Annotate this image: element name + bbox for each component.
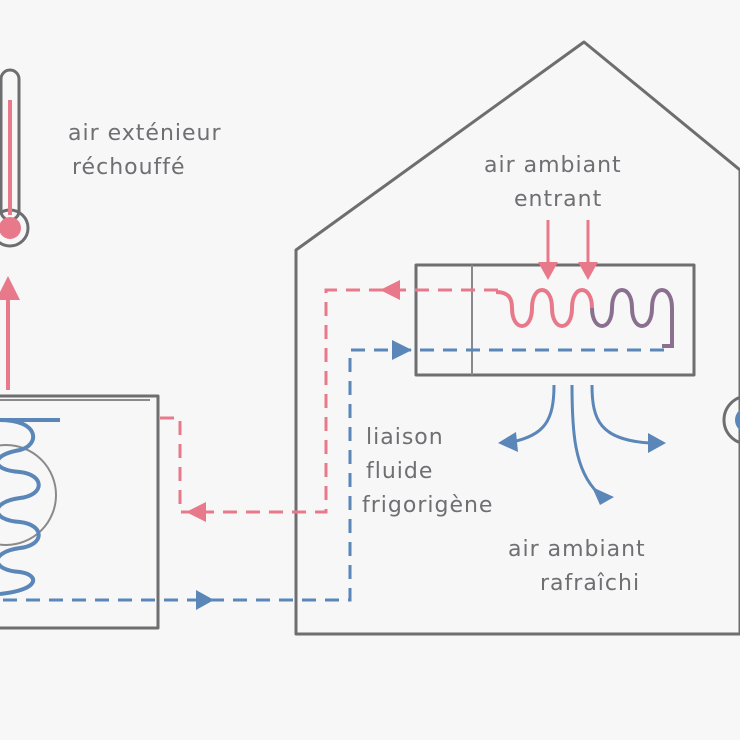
arrow-left-icon: [498, 432, 518, 452]
label-outside-air-1: air exténieur: [68, 121, 222, 146]
label-link-2: fluide: [366, 459, 433, 484]
outdoor-unit-coil: [0, 418, 60, 596]
refrigerant-warm-line: [160, 280, 498, 522]
cooled-air-arrows: [498, 384, 666, 505]
arrow-down-icon: [538, 262, 558, 280]
outdoor-unit-fan: [0, 444, 57, 546]
label-link-3: frigorigène: [362, 493, 493, 518]
label-incoming-air-1: air ambiant: [484, 153, 622, 178]
label-outside-air-2: réchouffé: [72, 155, 186, 180]
label-link-1: liaison: [366, 425, 444, 450]
incoming-air-arrows: [538, 220, 598, 280]
thermometer-left-bulb: [0, 217, 21, 239]
thermometer-right-icon: [722, 395, 740, 445]
thermometer-left-icon: [0, 68, 30, 248]
thermometer-right-bulb: [735, 409, 740, 431]
warm-air-up-arrow: [0, 276, 20, 390]
label-cooled-air-2: rafraîchi: [540, 571, 640, 596]
arrow-up-icon: [0, 276, 20, 300]
thermometer-right-bulb-outline: [722, 395, 740, 445]
label-cooled-air-1: air ambiant: [508, 537, 646, 562]
arrow-right-icon: [648, 433, 666, 453]
arrow-left-icon: [186, 502, 206, 522]
indoor-unit: [414, 263, 696, 377]
outdoor-unit: [0, 394, 160, 630]
indoor-coil-warm: [495, 288, 594, 328]
outdoor-unit-box: [0, 394, 160, 630]
refrigerant-cool-line: [0, 340, 664, 610]
label-incoming-air-2: entrant: [514, 187, 602, 212]
arrow-right-icon: [392, 340, 412, 360]
indoor-coil-cool: [590, 288, 674, 348]
arrow-right-icon: [196, 590, 214, 610]
arrow-down-right-icon: [592, 487, 614, 505]
house-outline: [294, 40, 740, 636]
arrow-left-icon: [380, 280, 400, 300]
arrow-down-icon: [578, 262, 598, 280]
